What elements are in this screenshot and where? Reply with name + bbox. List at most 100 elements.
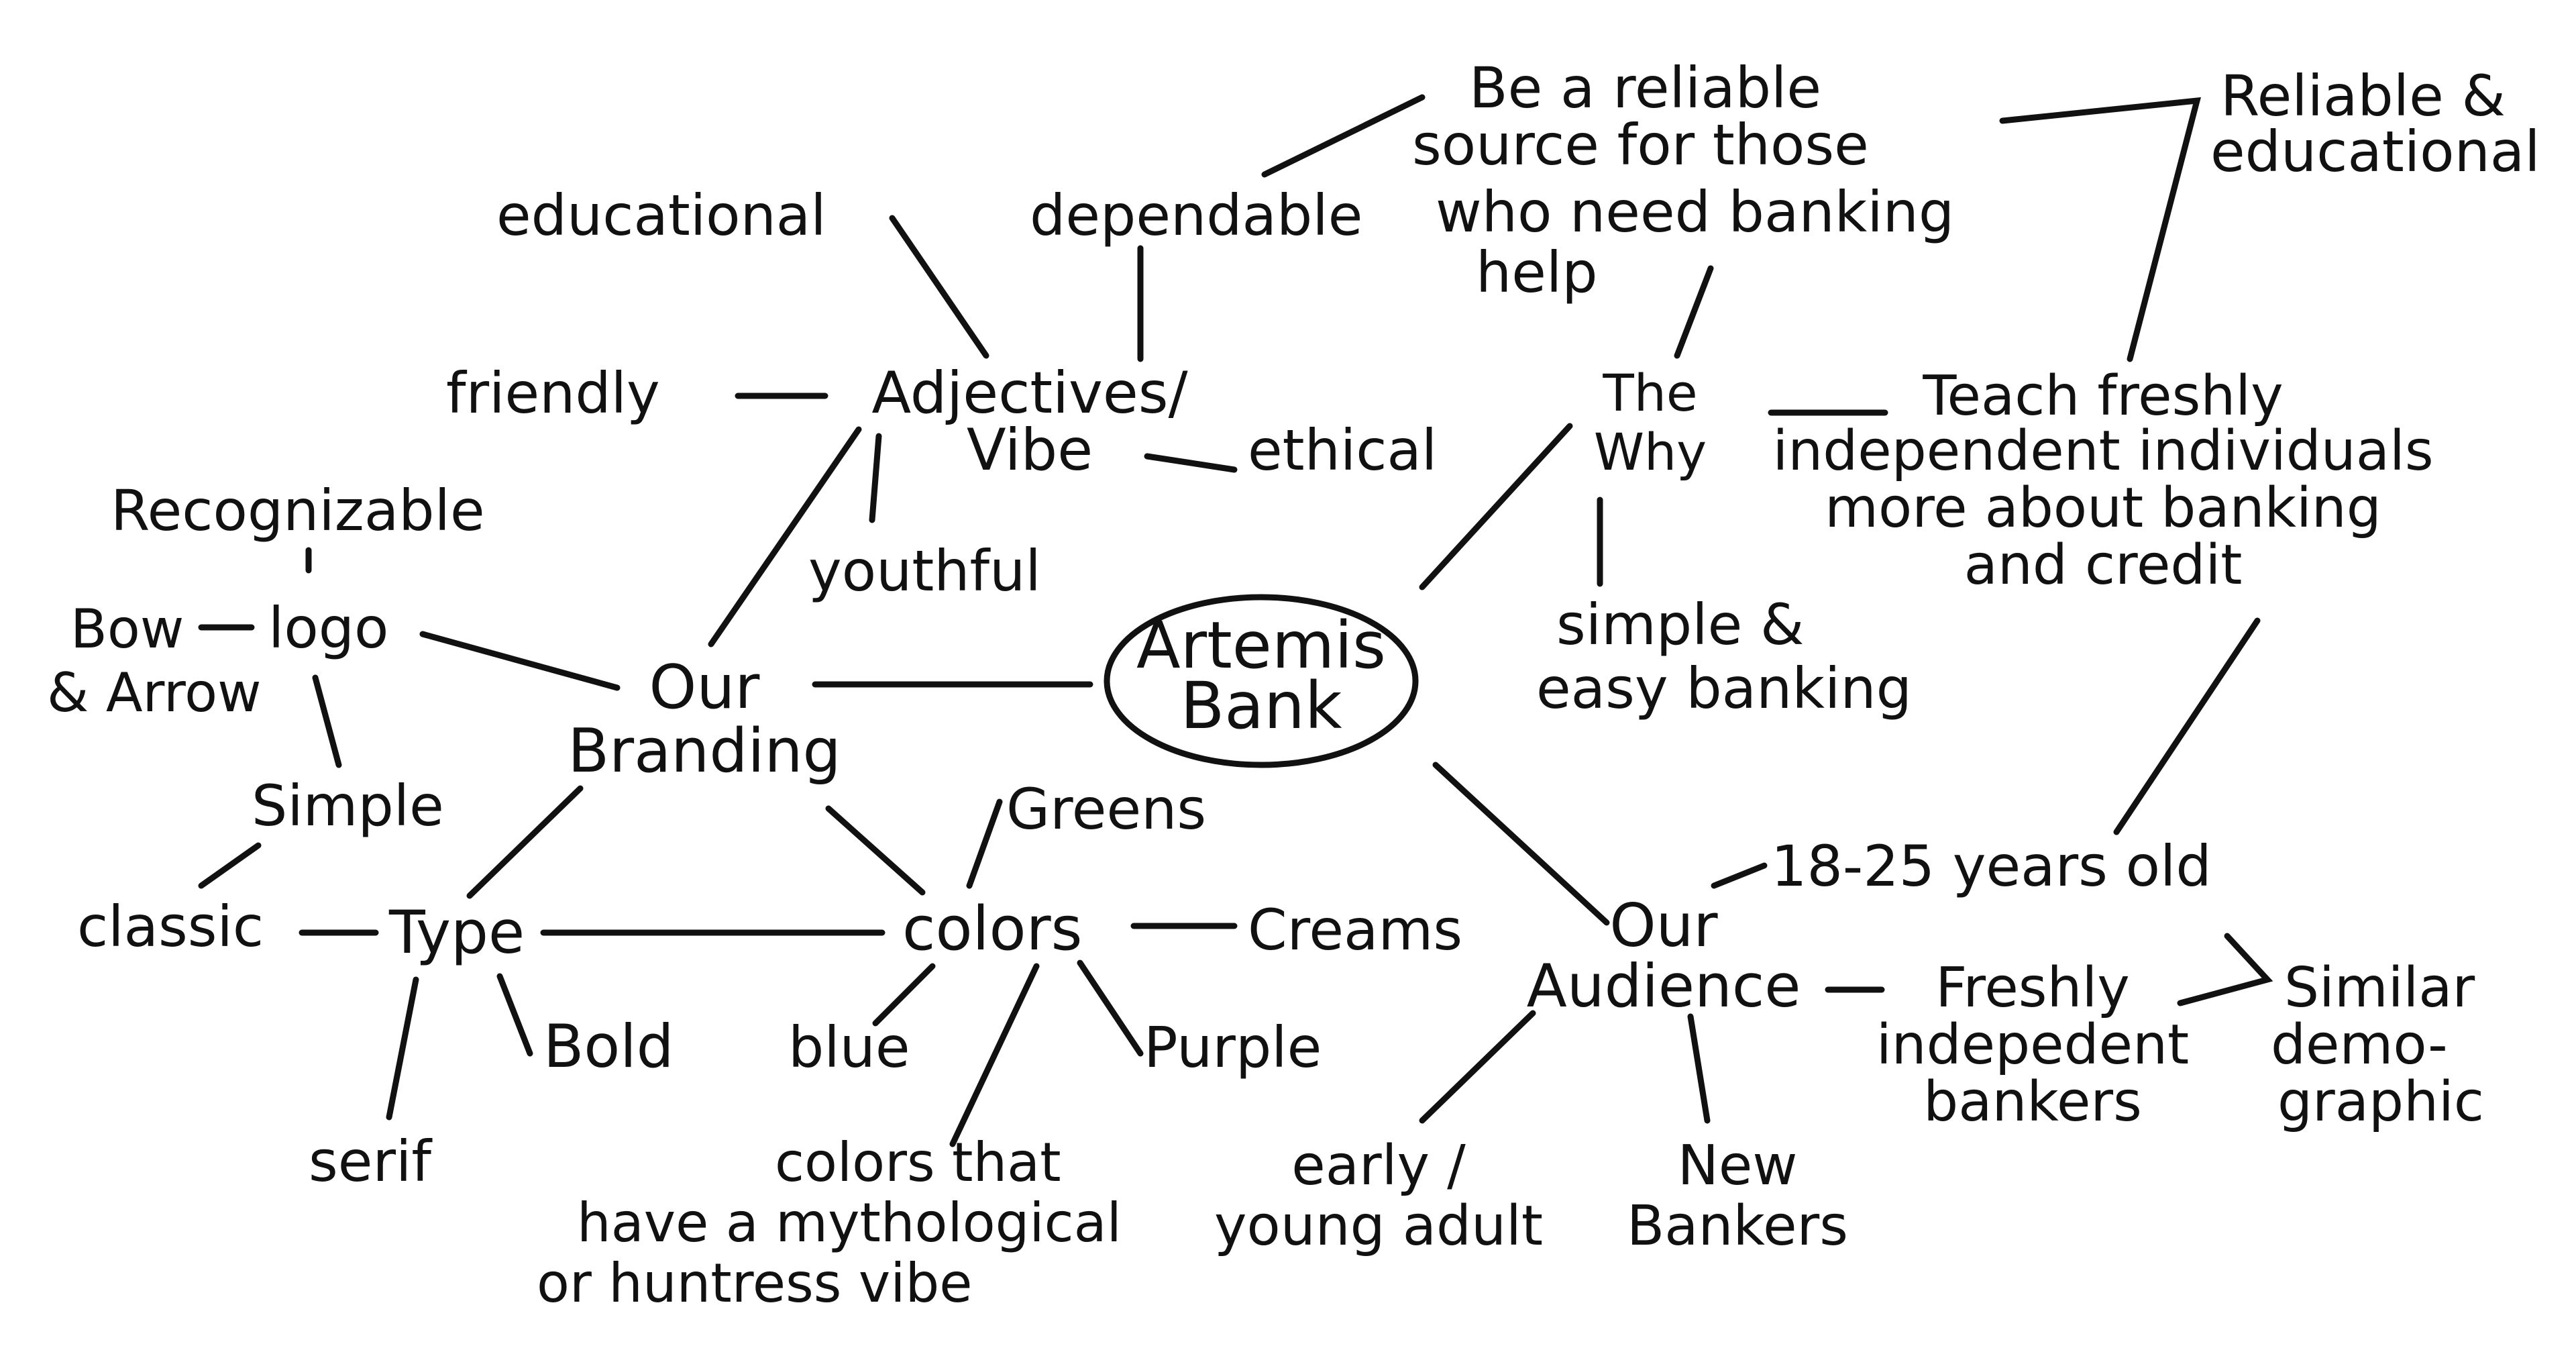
node-line: New xyxy=(1678,1134,1798,1198)
node-line: Artemis xyxy=(1136,608,1386,683)
node-line: graphic xyxy=(2277,1070,2484,1134)
node-line: Recognizable xyxy=(111,478,485,543)
node-line: simple & xyxy=(1556,592,1804,658)
node-similar: Similar demo- graphic xyxy=(2271,956,2484,1134)
edge-age-freshly-similar xyxy=(2177,933,2273,1006)
node-line: Bank xyxy=(1180,668,1342,743)
node-freshly: Freshly indepedent bankers xyxy=(1876,956,2189,1134)
node-line: Audience xyxy=(1527,951,1801,1021)
node-line: Reliable & xyxy=(2220,63,2506,129)
node-line: dependable xyxy=(1030,183,1362,248)
node-line: logo xyxy=(268,595,388,661)
node-educational: educational xyxy=(496,183,826,248)
node-line: easy banking xyxy=(1536,656,1912,721)
node-line: Bankers xyxy=(1627,1194,1848,1258)
node-line: have a mythological xyxy=(577,1192,1122,1254)
edge-audience-new-bankers xyxy=(1687,1013,1711,1124)
edge-why-be-reliable xyxy=(1674,265,1714,359)
node-line: 18-25 years old xyxy=(1771,833,2212,899)
edge-type-bold xyxy=(496,973,533,1057)
node-line: Why xyxy=(1594,422,1707,482)
node-greens: Greens xyxy=(1006,776,1206,842)
node-line: ethical xyxy=(1248,417,1437,483)
connectors xyxy=(198,94,2273,1147)
edge-adjectives-educational xyxy=(889,215,989,359)
node-ethical: ethical xyxy=(1248,417,1437,483)
node-friendly: friendly xyxy=(446,360,660,426)
node-line: Adjectives/ xyxy=(871,360,1187,427)
node-line: Be a reliable xyxy=(1469,55,1821,121)
node-line: Similar xyxy=(2284,956,2475,1020)
edge-adjectives-youthful xyxy=(869,433,882,523)
node-line: friendly xyxy=(446,360,660,426)
node-branding: Our Branding xyxy=(568,652,841,786)
edge-branding-type xyxy=(466,785,584,899)
node-line: Creams xyxy=(1248,897,1462,963)
node-logo: logo xyxy=(268,595,388,661)
node-purple: Purple xyxy=(1144,1015,1322,1080)
node-age: 18-25 years old xyxy=(1771,833,2212,899)
node-line: or huntress vibe xyxy=(537,1252,972,1314)
node-line: who need banking xyxy=(1436,179,1954,245)
edge-colors-greens xyxy=(966,798,1003,889)
node-line: Type xyxy=(388,898,525,967)
node-audience: Our Audience xyxy=(1527,891,1801,1021)
edge-be-reliable-reliable-educational xyxy=(1999,97,2201,362)
node-be-reliable: Be a reliable source for those who need … xyxy=(1412,55,1954,305)
node-line: Purple xyxy=(1144,1015,1322,1080)
node-classic: classic xyxy=(77,894,264,959)
edge-audience-age xyxy=(1711,862,1768,889)
node-line: Freshly xyxy=(1935,956,2130,1020)
edge-logo-simple xyxy=(312,674,342,768)
node-adjectives: Adjectives/ Vibe xyxy=(871,360,1187,484)
node-line: demo- xyxy=(2271,1013,2448,1077)
edge-simple-classic xyxy=(198,842,262,889)
node-line: colors xyxy=(902,894,1083,964)
node-myth-colors: colors that have a mythological or huntr… xyxy=(537,1131,1122,1314)
node-early: early / young adult xyxy=(1214,1134,1543,1258)
node-line: colors that xyxy=(775,1131,1061,1194)
node-line: The xyxy=(1602,363,1697,423)
node-line: classic xyxy=(77,894,264,959)
node-colors: colors xyxy=(902,894,1083,964)
node-simple-easy: simple & easy banking xyxy=(1536,592,1912,721)
node-line: blue xyxy=(788,1015,910,1080)
node-line: Branding xyxy=(568,716,841,786)
node-teach: Teach freshly independent individuals mo… xyxy=(1772,364,2433,597)
node-line: Our xyxy=(649,652,760,723)
node-line: Bow xyxy=(70,598,184,660)
node-serif: serif xyxy=(309,1129,433,1194)
edge-colors-purple xyxy=(1077,959,1144,1057)
node-line: independent individuals xyxy=(1772,419,2433,483)
node-youthful: youthful xyxy=(808,538,1041,604)
edge-adjectives-ethical xyxy=(1144,453,1238,473)
node-type: Type xyxy=(388,898,525,967)
node-line: Simple xyxy=(252,773,444,839)
node-line: source for those xyxy=(1412,112,1869,178)
node-reliable-educational: Reliable & educational xyxy=(2210,63,2540,185)
node-line: and credit xyxy=(1964,533,2243,597)
node-line: educational xyxy=(496,183,826,248)
node-dependable: dependable xyxy=(1030,183,1362,248)
edge-center-why xyxy=(1419,423,1573,590)
node-line: Vibe xyxy=(967,417,1093,484)
node-line: early / xyxy=(1291,1134,1466,1198)
edge-branding-logo xyxy=(419,631,621,691)
node-new-bankers: New Bankers xyxy=(1627,1134,1848,1258)
node-center: Artemis Bank xyxy=(1136,608,1386,743)
node-recognizable: Recognizable xyxy=(111,478,485,543)
node-line: indepedent xyxy=(1876,1013,2189,1077)
node-line: more about banking xyxy=(1825,476,2381,540)
node-why: The Why xyxy=(1594,363,1707,482)
node-simple: Simple xyxy=(252,773,444,839)
node-line: serif xyxy=(309,1129,433,1194)
edge-center-audience xyxy=(1432,762,1610,926)
edge-colors-myth xyxy=(949,963,1040,1147)
node-line: Greens xyxy=(1006,776,1206,842)
node-line: bankers xyxy=(1923,1070,2142,1134)
edge-teach-age xyxy=(2113,617,2261,835)
node-line: young adult xyxy=(1214,1194,1543,1258)
node-blue: blue xyxy=(788,1015,910,1080)
node-line: help xyxy=(1476,240,1598,305)
